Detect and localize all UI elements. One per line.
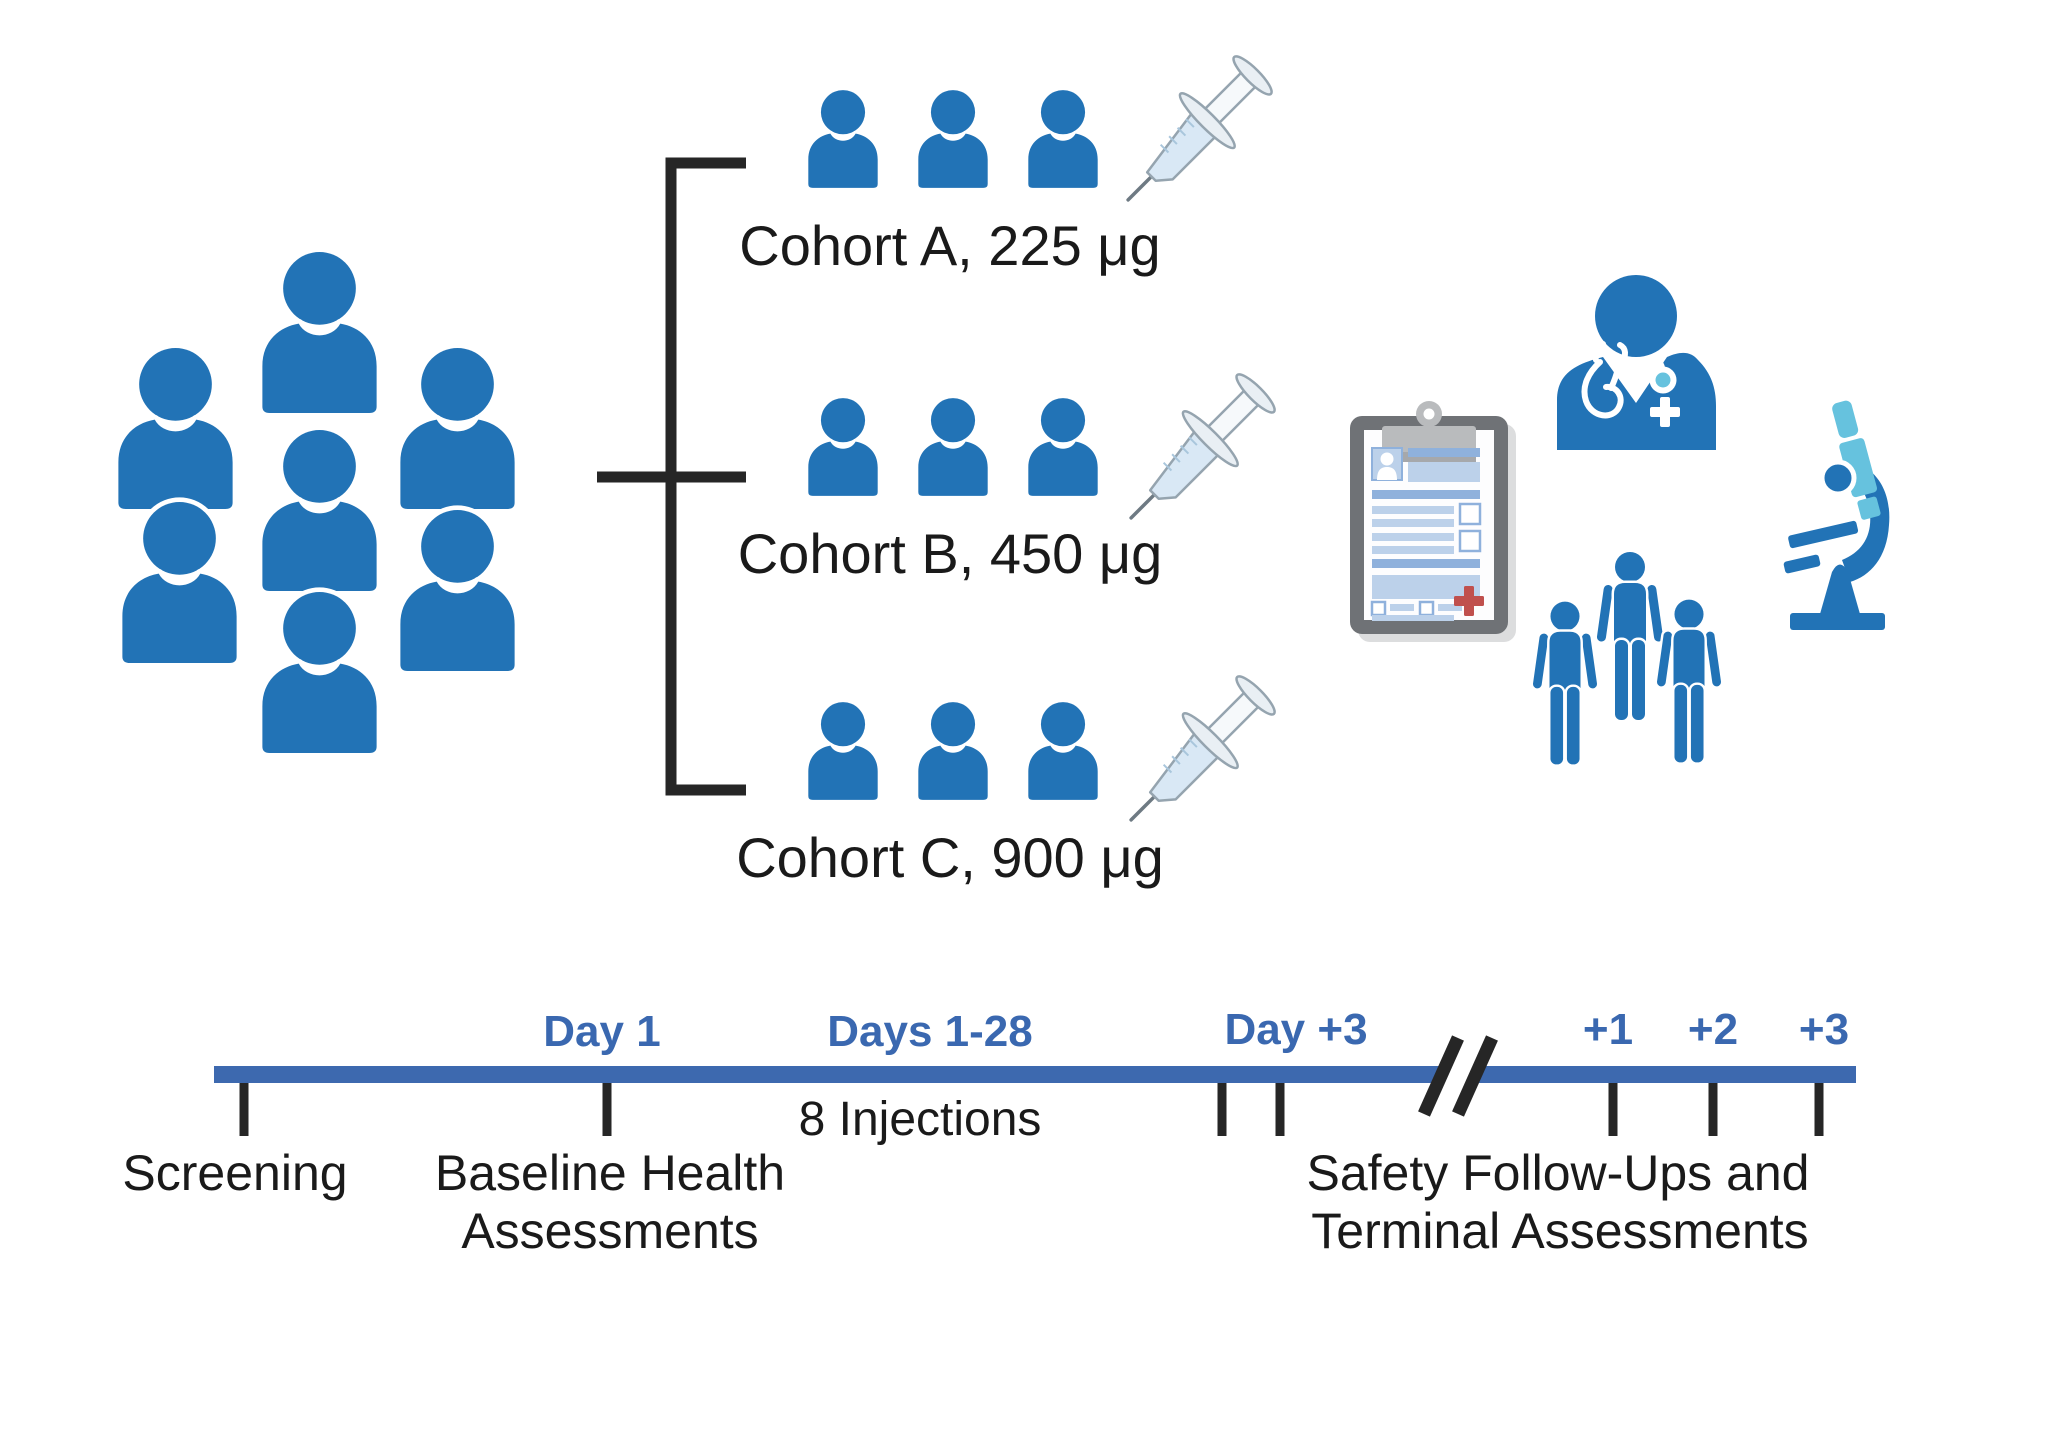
timeline-label-day1: Day 1	[543, 1007, 660, 1056]
person-icon	[262, 430, 376, 591]
timeline-label-safety-line1: Safety Follow-Ups and	[1306, 1145, 1809, 1201]
timeline-tick-dayplus3-a	[1217, 1083, 1227, 1136]
cohort-row-a: Cohort A, 225 μg	[739, 41, 1287, 277]
timeline-label-baseline-line1: Baseline Health	[435, 1145, 785, 1201]
standing-person-icon	[1596, 552, 1663, 720]
timeline-break-icon	[1418, 1029, 1498, 1123]
person-icon	[1028, 90, 1097, 188]
person-icon	[262, 252, 376, 413]
cohort-b-label: Cohort B, 450 μg	[738, 522, 1163, 585]
timeline-tick-day1	[602, 1083, 612, 1136]
person-icon	[808, 398, 877, 496]
stethoscope-icon	[1581, 341, 1677, 419]
timeline-tick-dayplus3-b	[1275, 1083, 1285, 1136]
timeline-label-plus3: +3	[1799, 1005, 1849, 1054]
participant-pool	[118, 252, 514, 753]
standing-person-icon	[1656, 600, 1721, 763]
cohort-a-label: Cohort A, 225 μg	[739, 214, 1160, 277]
timeline-tick-screening	[239, 1083, 249, 1136]
person-icon	[918, 398, 987, 496]
timeline: Day 1 Days 1-28 Day +3 +1 +2 +3 8 Inject…	[122, 1005, 1856, 1259]
randomization-bracket	[597, 157, 746, 796]
timeline-bar	[214, 1066, 1856, 1083]
standing-person-icon	[1532, 602, 1597, 765]
person-icon	[400, 348, 514, 509]
person-icon	[918, 702, 987, 800]
timeline-label-day-plus3: Day +3	[1224, 1005, 1367, 1054]
participants-icon	[1532, 552, 1721, 764]
syringe-icon	[1102, 661, 1290, 849]
person-icon	[808, 90, 877, 188]
medical-cross-icon	[1650, 397, 1680, 427]
timeline-tick-plus2	[1708, 1083, 1718, 1136]
assessment-icons	[1350, 275, 1890, 764]
syringe-icon	[1102, 359, 1290, 547]
person-icon	[118, 348, 232, 509]
microscope-icon	[1783, 400, 1890, 630]
timeline-label-plus2: +2	[1688, 1005, 1738, 1054]
person-icon	[808, 702, 877, 800]
timeline-label-safety-line2: Terminal Assessments	[1311, 1203, 1808, 1259]
timeline-tick-plus1	[1608, 1083, 1618, 1136]
timeline-label-baseline-line2: Assessments	[461, 1203, 758, 1259]
timeline-tick-plus3	[1814, 1083, 1824, 1136]
syringe-icon	[1099, 41, 1287, 229]
timeline-label-injections: 8 Injections	[799, 1093, 1042, 1146]
person-icon	[122, 502, 236, 663]
doctor-icon	[1557, 275, 1716, 450]
red-cross-icon	[1454, 586, 1484, 616]
clipboard-icon	[1350, 401, 1516, 642]
person-icon	[400, 510, 514, 671]
timeline-label-screening: Screening	[122, 1145, 347, 1201]
person-icon	[918, 90, 987, 188]
patient-form	[1370, 447, 1482, 621]
timeline-label-plus1: +1	[1583, 1005, 1633, 1054]
cohort-c-label: Cohort C, 900 μg	[736, 826, 1164, 889]
person-icon	[262, 592, 376, 753]
cohort-row-c: Cohort C, 900 μg	[736, 661, 1290, 889]
cohort-row-b: Cohort B, 450 μg	[738, 359, 1290, 585]
person-icon	[1028, 702, 1097, 800]
timeline-label-days-1-28: Days 1-28	[827, 1007, 1032, 1056]
person-icon	[1028, 398, 1097, 496]
